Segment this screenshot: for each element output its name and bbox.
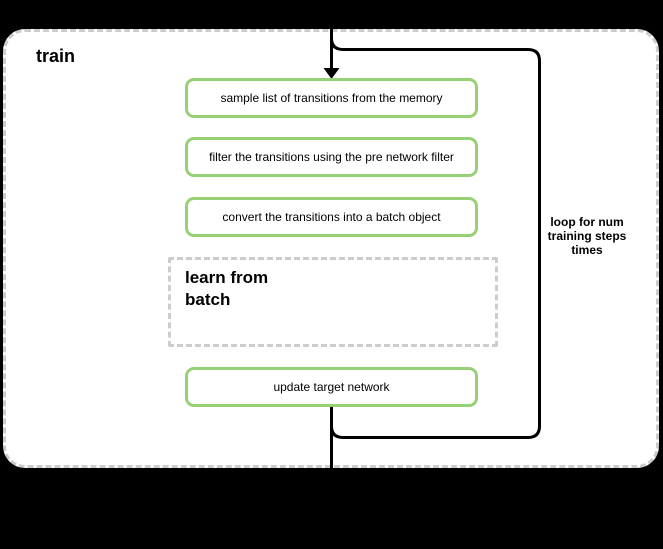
step-sample-transitions: sample list of transitions from the memo… xyxy=(185,78,478,118)
step-convert-to-batch: convert the transitions into a batch obj… xyxy=(185,197,478,237)
loop-annotation: loop for num training steps times xyxy=(547,215,627,257)
step-filter-transitions: filter the transitions using the pre net… xyxy=(185,137,478,177)
learn-from-batch-block: learn from batch xyxy=(168,257,498,347)
learn-from-batch-label: learn from batch xyxy=(185,268,269,309)
step-update-target-network: update target network xyxy=(185,367,478,407)
group-title: train xyxy=(36,46,76,66)
